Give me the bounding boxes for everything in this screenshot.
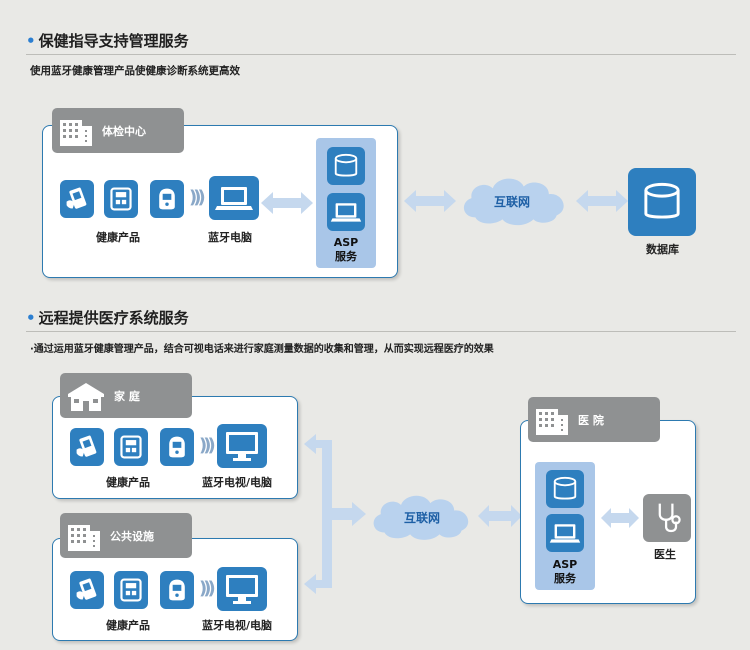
double-arrow	[478, 505, 522, 527]
double-arrow	[404, 190, 456, 212]
scale-device-icon	[104, 180, 138, 218]
database-icon	[628, 168, 696, 236]
section1-divider	[26, 54, 736, 55]
bt-pc-label: 蓝牙电脑	[208, 231, 252, 244]
phone-device-icon	[70, 571, 104, 609]
double-arrow	[261, 192, 313, 214]
bullet-icon: •	[26, 309, 36, 327]
building-icon	[66, 521, 102, 551]
section1-description: 使用蓝牙健康管理产品使健康诊断系统更高效	[30, 65, 240, 77]
monitor-icon	[217, 424, 267, 468]
stethoscope-icon	[643, 494, 691, 542]
section2-description: ·通过运用蓝牙健康管理产品，结合可视电话来进行家庭测量数据的收集和管理，从而实现…	[30, 344, 494, 355]
section2-title: •远程提供医疗系统服务	[26, 309, 189, 327]
scale-device-icon	[114, 571, 148, 609]
laptop-icon	[327, 193, 365, 231]
section2-divider	[26, 331, 736, 332]
checkup-center-tag: 体检中心	[52, 108, 184, 153]
hospital-tag: 医 院	[528, 397, 660, 442]
internet-label: 互联网	[494, 195, 531, 209]
double-arrow	[576, 190, 628, 212]
bt-tv-pc-label: 蓝牙电视/电脑	[202, 619, 273, 632]
public-facility-tag: 公共设施	[60, 513, 192, 558]
bt-tv-pc-label: 蓝牙电视/电脑	[202, 476, 273, 489]
doctor-label: 医生	[654, 548, 676, 561]
health-products-label: 健康产品	[106, 619, 150, 632]
health-products-label: 健康产品	[96, 231, 140, 244]
monitor-device-icon	[160, 571, 194, 609]
laptop-icon	[546, 514, 584, 552]
double-arrow	[601, 508, 639, 528]
database-label: 数据库	[646, 243, 679, 256]
scale-device-icon	[114, 428, 148, 466]
building-icon	[534, 405, 570, 435]
phone-device-icon	[60, 180, 94, 218]
wireless-icon: )))	[199, 435, 216, 456]
monitor-device-icon	[160, 428, 194, 466]
section1-title: •保健指导支持管理服务	[26, 32, 189, 50]
internet-label: 互联网	[404, 511, 441, 525]
database-icon	[546, 470, 584, 508]
house-icon	[66, 381, 106, 411]
asp-service-label: ASP 服务	[333, 236, 359, 263]
database-icon	[327, 147, 365, 185]
home-tag: 家 庭	[60, 373, 192, 418]
monitor-device-icon	[150, 180, 184, 218]
phone-device-icon	[70, 428, 104, 466]
building-icon	[58, 116, 94, 146]
monitor-icon	[217, 567, 267, 611]
laptop-icon	[209, 176, 259, 220]
bullet-icon: •	[26, 32, 36, 50]
wireless-icon: )))	[199, 578, 216, 599]
health-products-label: 健康产品	[106, 476, 150, 489]
wireless-icon: )))	[189, 187, 206, 208]
asp-service-label: ASP 服务	[552, 558, 578, 585]
bracket-arrow	[304, 434, 366, 594]
